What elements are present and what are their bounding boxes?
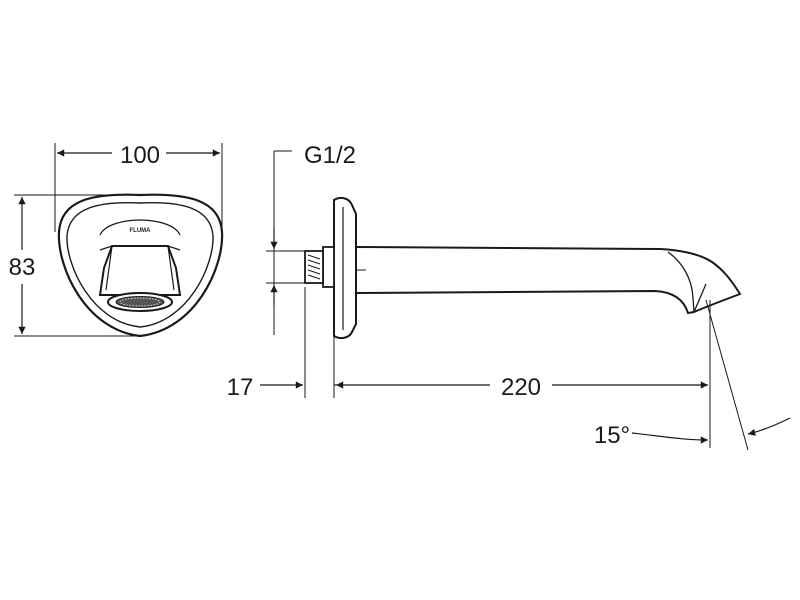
spout-outlet	[693, 283, 707, 313]
height-dimension: 83	[9, 194, 140, 337]
spout-recess	[99, 219, 181, 236]
rosette-outer-outline	[57, 193, 224, 338]
depth-label: 17	[227, 374, 254, 401]
thread-dimension: G1/2	[266, 142, 356, 335]
angle-dimension: 15°	[594, 299, 791, 451]
brand-mark: FLUMA	[130, 228, 152, 234]
thread-label: G1/2	[304, 142, 356, 169]
wall-flange	[333, 196, 357, 340]
rosette-inner-outline	[66, 201, 214, 328]
side-view	[304, 196, 742, 340]
spout-front-side-left	[99, 245, 113, 291]
height-label: 83	[9, 254, 36, 281]
thread-lines	[307, 254, 321, 280]
aerator-inner	[115, 296, 165, 308]
angle-arc-right	[747, 417, 791, 436]
front-view: FLUMA	[57, 193, 224, 338]
width-label: 100	[120, 142, 160, 169]
length-dimensions: 17 220	[227, 287, 711, 448]
aerator-mesh	[119, 297, 161, 307]
spout-front-side-right	[167, 245, 181, 291]
spout-front-body	[98, 245, 182, 296]
spout-tip-edge	[667, 251, 695, 313]
connector-nut	[322, 246, 335, 288]
angle-label: 15°	[594, 422, 630, 449]
width-dimension: 100	[54, 142, 223, 232]
angle-arc-left	[631, 432, 709, 444]
spout-arm	[355, 246, 742, 315]
angle-ref-line	[705, 299, 749, 451]
length-label: 220	[501, 374, 541, 401]
